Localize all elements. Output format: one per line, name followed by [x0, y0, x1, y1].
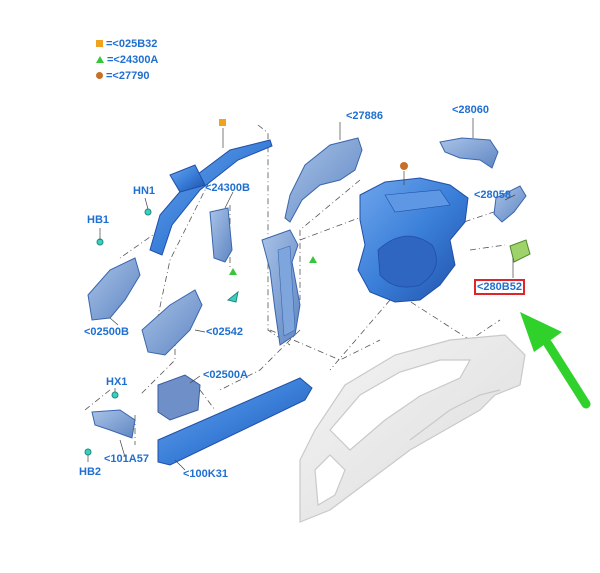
circle-icon: [96, 72, 103, 79]
part-28058[interactable]: [493, 185, 527, 223]
label-28060[interactable]: <28060: [452, 104, 490, 116]
part-02500b[interactable]: [87, 257, 141, 321]
label-28058[interactable]: <28058: [474, 189, 512, 201]
square-icon: [96, 40, 103, 47]
fastener-24300a: [226, 290, 239, 303]
triangle-icon: [96, 56, 104, 63]
part-280b52[interactable]: [509, 239, 531, 263]
label-hn1[interactable]: HN1: [133, 185, 156, 197]
fastener-hx1: [111, 391, 119, 399]
b-pillar-part[interactable]: [261, 229, 301, 346]
part-02542[interactable]: [141, 289, 203, 356]
label-02500a[interactable]: <02500A: [203, 369, 248, 381]
legend-item-square: =<025B32: [96, 38, 157, 50]
part-24300b-bracket[interactable]: [209, 207, 233, 263]
label-02500b[interactable]: <02500B: [84, 326, 129, 338]
marker-square-025b32: [219, 119, 226, 126]
label-24300b[interactable]: <24300B: [205, 182, 250, 194]
legend-item-circle: =<27790: [96, 70, 149, 82]
part-100k31-rocker[interactable]: [157, 377, 313, 466]
part-02500a[interactable]: [157, 374, 201, 421]
quarter-panel-part[interactable]: [357, 177, 469, 303]
label-27886[interactable]: <27886: [346, 110, 384, 122]
leader-lines: [87, 118, 516, 471]
label-hx1[interactable]: HX1: [106, 376, 128, 388]
roof-rail-part[interactable]: [149, 139, 273, 256]
part-27886-wheelhouse[interactable]: [284, 137, 363, 223]
legend-item-triangle: =<24300A: [96, 54, 158, 66]
label-02542[interactable]: <02542: [206, 326, 244, 338]
fastener-hb2: [84, 448, 92, 456]
label-100k31[interactable]: <100K31: [183, 468, 228, 480]
marker-circle-27790: [400, 162, 408, 170]
label-hb2[interactable]: HB2: [79, 466, 102, 478]
green-arrow-indicator: [520, 312, 591, 409]
label-280b52-highlighted[interactable]: <280B52: [474, 279, 525, 295]
marker-triangle-24300a-b: [309, 256, 317, 263]
part-101a57[interactable]: [91, 409, 136, 439]
marker-triangle-24300a-a: [229, 268, 237, 275]
label-hb1[interactable]: HB1: [87, 214, 110, 226]
part-28060[interactable]: [439, 137, 499, 169]
ghost-car-body: [299, 334, 526, 523]
label-101a57[interactable]: <101A57: [104, 453, 149, 465]
fastener-hn1: [144, 208, 152, 216]
